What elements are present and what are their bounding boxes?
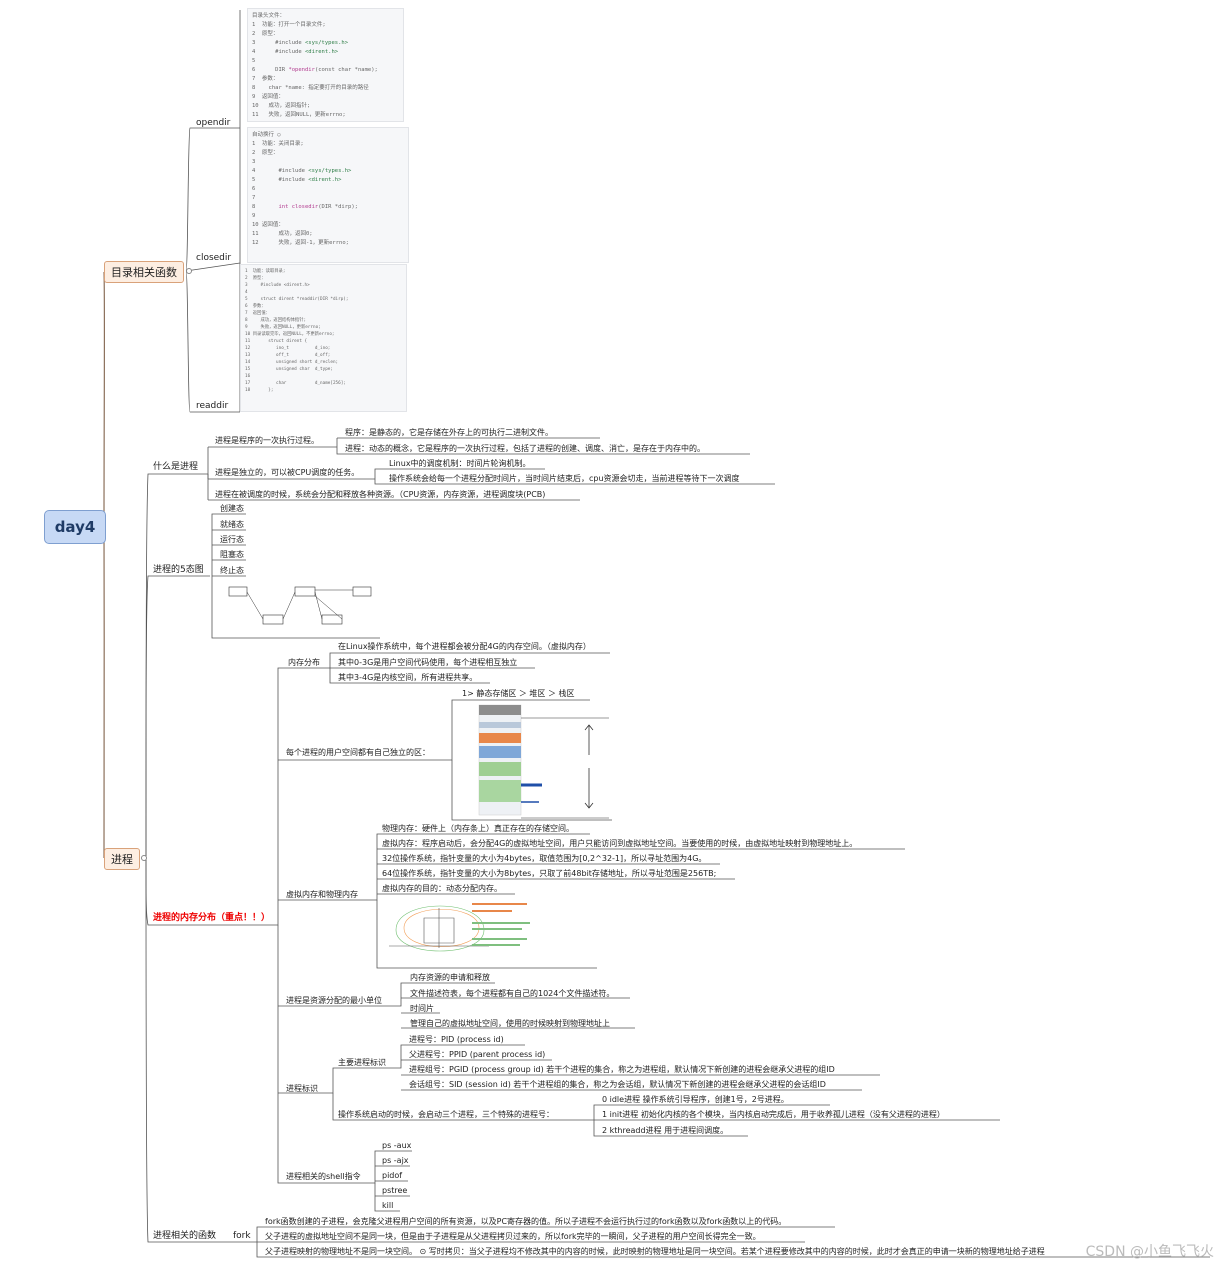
node-virtual-d[interactable]: 64位操作系统，指针变量的大小为8bytes，只取了前48bit存储地址，所以寻…: [382, 869, 717, 878]
node-process-functions[interactable]: 进程相关的函数: [153, 1231, 217, 1241]
root-topic[interactable]: day4: [44, 510, 106, 544]
node-what-b1[interactable]: Linux中的调度机制：时间片轮询机制。: [389, 459, 531, 468]
collapse-toggle[interactable]: [186, 268, 192, 274]
node-sid[interactable]: 会话组号：SID (session id) 若干个进程组的集合，称之为会话组，默…: [409, 1080, 826, 1089]
opendir-code-image: 目录头文件： 1 功能：打开一个目录文件; 2 原型： 3 #include <…: [247, 8, 404, 122]
node-memory-layout-key[interactable]: 进程的内存分布（重点！！）: [153, 913, 271, 923]
node-virtual-memory[interactable]: 虚拟内存和物理内存: [286, 890, 358, 899]
node-proc-2[interactable]: 2 kthreadd进程 用于进程间调度。: [602, 1126, 729, 1135]
node-resource-a[interactable]: 内存资源的申请和释放: [410, 973, 490, 982]
shell-command[interactable]: ps -aux: [382, 1141, 412, 1150]
node-main-ids[interactable]: 主要进程标识: [338, 1058, 386, 1067]
node-what-a[interactable]: 进程是程序的一次执行过程。: [215, 436, 319, 445]
opendir-node[interactable]: opendir: [196, 118, 231, 128]
node-proc-0[interactable]: 0 idle进程 操作系统引导程序，创建1号，2号进程。: [602, 1095, 789, 1104]
node-resource-d[interactable]: 管理自己的虚拟地址空间，使用的时候映射到物理地址上: [410, 1019, 610, 1028]
node-what-b2[interactable]: 操作系统会给每一个进程分配时间片，当时间片结束后，cpu资源会切走，当前进程等待…: [389, 474, 740, 483]
node-resource-unit[interactable]: 进程是资源分配的最小单位: [286, 996, 382, 1005]
virtual-mapping-image: [389, 903, 530, 952]
node-virtual-c[interactable]: 32位操作系统，指针变量的大小为4bytes，取值范围为[0,2^32-1]，所…: [382, 854, 707, 863]
watermark: CSDN @小鱼飞飞火: [1085, 1244, 1214, 1260]
node-pid[interactable]: 进程号：PID (process id): [409, 1035, 504, 1044]
collapse-toggle[interactable]: [141, 855, 147, 861]
node-boot-processes[interactable]: 操作系统启动的时候，会启动三个进程，三个特殊的进程号：: [338, 1110, 554, 1119]
node-virtual-e[interactable]: 虚拟内存的目的：动态分配内存。: [382, 884, 502, 893]
node-resource-c[interactable]: 时间片: [410, 1004, 434, 1013]
state-item[interactable]: 阻塞态: [220, 550, 244, 559]
node-what-b[interactable]: 进程是独立的，可以被CPU调度的任务。: [215, 468, 360, 477]
shell-command[interactable]: kill: [382, 1201, 394, 1210]
node-what-a2[interactable]: 进程：动态的概念，它是程序的一次执行过程，包括了进程的创建、调度、消亡，是存在于…: [345, 444, 705, 453]
node-mem-layout-b[interactable]: 其中0-3G是用户空间代码使用，每个进程相互独立: [338, 658, 518, 667]
topic-process[interactable]: 进程: [104, 848, 140, 870]
shell-command[interactable]: pidof: [382, 1171, 403, 1180]
topic-dir-functions[interactable]: 目录相关函数: [104, 261, 184, 283]
readdir-node[interactable]: readdir: [196, 401, 229, 411]
closedir-node[interactable]: closedir: [196, 253, 232, 263]
node-five-states[interactable]: 进程的5态图: [153, 565, 204, 575]
state-item[interactable]: 运行态: [220, 535, 244, 544]
node-mem-layout[interactable]: 内存分布: [288, 658, 320, 667]
node-fork-a[interactable]: fork函数创建的子进程，会克隆父进程用户空间的所有资源，以及PC寄存器的值。所…: [265, 1217, 787, 1226]
readdir-code-image: 1 功能：读取目录; 2 原型： 3 #include <dirent.h> 4…: [240, 264, 407, 412]
closedir-code-image: 自动换行 ○ 1 功能：关闭目录; 2 原型： 3 4 #include <sy…: [247, 127, 409, 263]
state-item[interactable]: 创建态: [220, 504, 244, 513]
node-what-is-process[interactable]: 什么是进程: [153, 462, 199, 472]
node-what-a1[interactable]: 程序：是静态的，它是存储在外存上的可执行二进制文件。: [345, 428, 553, 437]
state-item[interactable]: 终止态: [220, 566, 244, 575]
node-fork[interactable]: fork: [233, 1231, 251, 1241]
five-state-diagram-image: [228, 586, 372, 625]
node-resource-b[interactable]: 文件描述符表，每个进程都有自己的1024个文件描述符。: [410, 989, 615, 998]
node-fork-c[interactable]: 父子进程映射的物理地址不是同一块空间。 ⊙ 写时拷贝：当父子进程均不修改其中的内…: [265, 1247, 1045, 1256]
node-what-c[interactable]: 进程在被调度的时候，系统会分配和释放各种资源。（CPU资源，内存资源，进程调度块…: [215, 490, 546, 499]
node-virtual-a[interactable]: 物理内存：硬件上（内存条上）真正存在的存储空间。: [382, 824, 574, 833]
shell-command[interactable]: pstree: [382, 1186, 408, 1195]
shell-command[interactable]: ps -ajx: [382, 1156, 409, 1165]
node-fork-b[interactable]: 父子进程的虚拟地址空间不是同一块，但是由于子进程是从父进程拷贝过来的，所以for…: [265, 1232, 761, 1241]
node-mem-layout-c[interactable]: 其中3-4G是内核空间，所有进程共享。: [338, 673, 478, 682]
node-shell-commands[interactable]: 进程相关的shell指令: [286, 1172, 361, 1181]
state-item[interactable]: 就绪态: [220, 520, 244, 529]
node-user-space-a[interactable]: 1> 静态存储区 ＞ 堆区 ＞ 栈区: [462, 689, 575, 698]
node-process-id[interactable]: 进程标识: [286, 1084, 318, 1093]
memory-segments-image: [478, 704, 609, 819]
node-ppid[interactable]: 父进程号：PPID (parent process id): [409, 1050, 546, 1059]
node-proc-1[interactable]: 1 init进程 初始化内核的各个模块，当内核启动完成后，用于收养孤儿进程（没有…: [602, 1110, 945, 1119]
node-pgid[interactable]: 进程组号：PGID (process group id) 若干个进程的集合，称之…: [409, 1065, 835, 1074]
node-virtual-b[interactable]: 虚拟内存：程序启动后，会分配4G的虚拟地址空间，用户只能访问到虚拟地址空间。当要…: [382, 839, 858, 848]
node-user-space[interactable]: 每个进程的用户空间都有自己独立的区：: [286, 748, 430, 757]
node-mem-layout-a[interactable]: 在Linux操作系统中，每个进程都会被分配4G的内存空间。（虚拟内存）: [338, 642, 591, 651]
